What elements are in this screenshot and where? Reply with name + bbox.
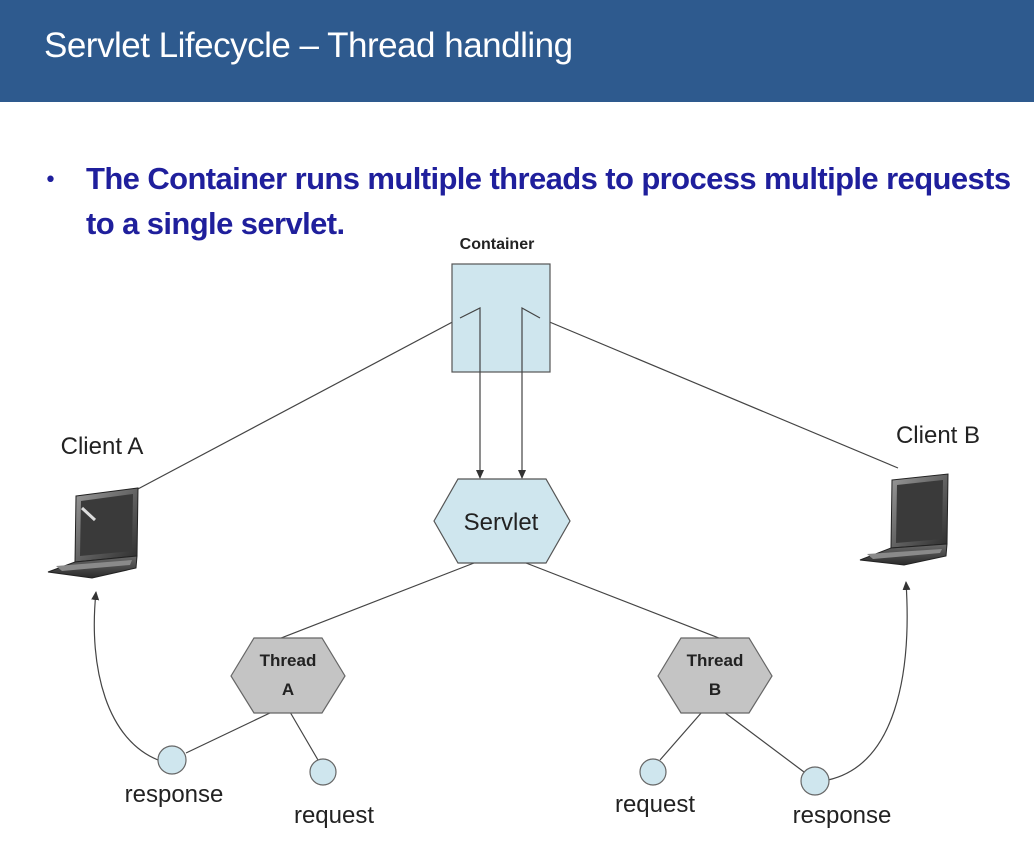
left-response-node — [157, 745, 187, 775]
thread-b-to-request-line — [659, 711, 703, 761]
thread-a-to-request-line — [289, 711, 319, 761]
thread-a-label-line2: A — [282, 680, 294, 699]
servlet-node — [433, 478, 571, 564]
right-response-node — [800, 766, 830, 796]
servlet-to-thread-b-line — [525, 562, 725, 641]
right-request-node — [639, 758, 667, 786]
container-label: Container — [460, 236, 535, 253]
right-request-label: request — [615, 791, 695, 818]
title-bar: Servlet Lifecycle – Thread handling — [0, 0, 1034, 102]
client-b-label: Client B — [896, 422, 980, 449]
container-to-client-b-line — [539, 317, 899, 469]
thread-a-to-response-line — [185, 711, 273, 754]
servlet-label: Servlet — [464, 509, 539, 536]
container-to-client-a-line — [135, 317, 461, 491]
thread-b-node — [657, 637, 773, 714]
client-a-label: Client A — [61, 433, 144, 460]
thread-a-node — [230, 637, 346, 714]
slide-title: Servlet Lifecycle – Thread handling — [44, 26, 573, 65]
bullet-text: The Container runs multiple threads to p… — [86, 161, 1011, 241]
servlet-to-thread-a-line — [275, 562, 475, 641]
container-box — [451, 263, 551, 373]
thread-a-label-line1: Thread — [260, 651, 317, 670]
right-response-label: response — [793, 802, 892, 829]
response-to-client-b-arrow — [827, 581, 911, 781]
left-request-node — [309, 758, 337, 786]
thread-b-to-response-line — [723, 711, 805, 773]
container-inner-right-connector — [518, 306, 541, 479]
response-to-client-a-arrow — [91, 591, 159, 761]
left-response-label: response — [125, 781, 224, 808]
thread-b-label-line1: Thread — [687, 651, 744, 670]
bullet-marker: • — [44, 168, 57, 193]
container-inner-left-connector — [459, 307, 484, 479]
laptop-b-icon — [859, 473, 949, 566]
laptop-a-icon — [47, 487, 139, 579]
thread-b-label-line2: B — [709, 680, 721, 699]
left-request-label: request — [294, 802, 374, 829]
